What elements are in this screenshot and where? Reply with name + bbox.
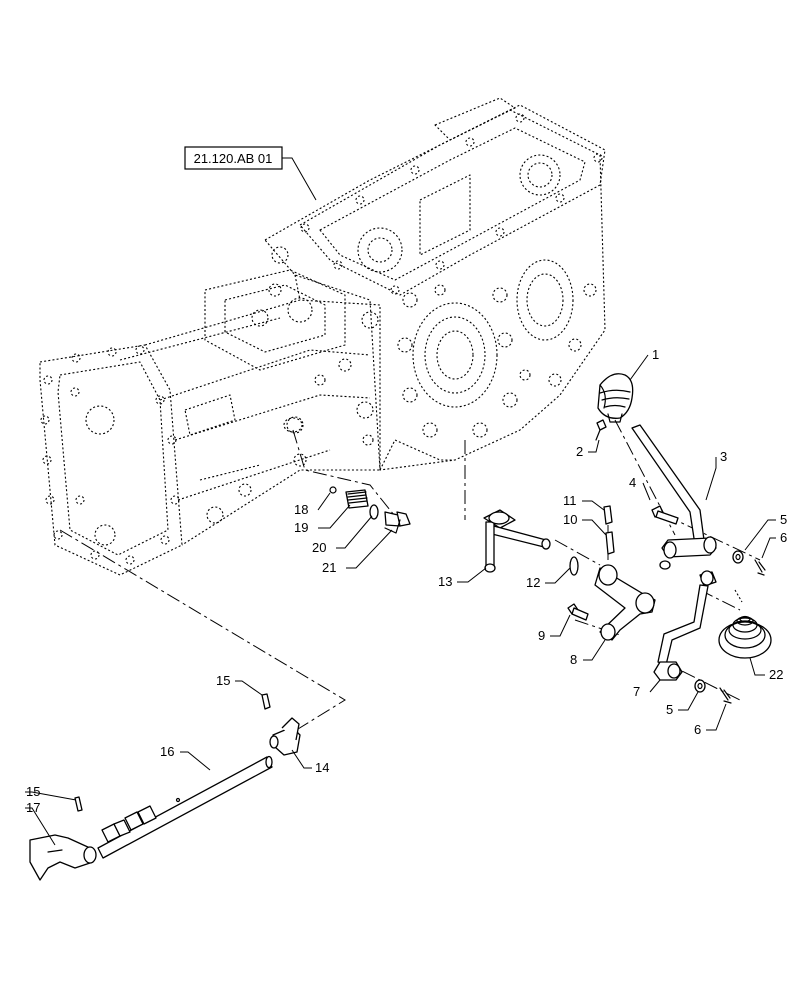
part-14-shift-block[interactable]	[269, 717, 301, 756]
part-16-shift-rail[interactable]	[97, 755, 273, 859]
part-15-pin-lower[interactable]	[74, 796, 83, 812]
callout-7[interactable]: 7	[633, 684, 640, 699]
callout-labels: 1 2 3 4 5 6 7 8 9 10 11 12 13 14 15 16 1…	[26, 347, 787, 815]
callout-17[interactable]: 17	[26, 800, 40, 815]
callout-5-upper[interactable]: 5	[780, 512, 787, 527]
part-5-washer-upper[interactable]	[732, 550, 744, 564]
leader-lines	[25, 354, 776, 846]
part-12-snap-ring[interactable]	[569, 556, 579, 576]
part-22-rubber-boot[interactable]	[718, 615, 772, 659]
part-17-shift-fork[interactable]	[29, 834, 97, 881]
callout-19[interactable]: 19	[294, 520, 308, 535]
transmission-housing	[39, 97, 606, 576]
callout-22[interactable]: 22	[769, 667, 783, 682]
alignment-centerlines	[59, 419, 761, 746]
callout-16[interactable]: 16	[160, 744, 174, 759]
part-3-shift-lever[interactable]	[631, 424, 717, 570]
part-4-clevis-pin[interactable]	[651, 505, 679, 525]
callout-14[interactable]: 14	[315, 760, 329, 775]
part-10-roll-pin[interactable]	[605, 531, 615, 555]
callout-4[interactable]: 4	[629, 475, 636, 490]
callout-1[interactable]: 1	[652, 347, 659, 362]
callout-10[interactable]: 10	[563, 512, 577, 527]
part-13-selector-shaft[interactable]	[483, 509, 551, 573]
callout-12[interactable]: 12	[526, 575, 540, 590]
part-6-clip-dashed	[734, 589, 743, 603]
callout-8[interactable]: 8	[570, 652, 577, 667]
callout-13[interactable]: 13	[438, 574, 452, 589]
part-8-lever-arm[interactable]	[594, 564, 656, 641]
callout-5-lower[interactable]: 5	[666, 702, 673, 717]
part-15-pin-upper[interactable]	[261, 693, 271, 710]
callout-11[interactable]: 11	[563, 493, 577, 508]
part-20-o-ring[interactable]	[369, 504, 379, 520]
part-18-ball[interactable]	[329, 486, 337, 494]
callout-6-upper[interactable]: 6	[780, 530, 787, 545]
part-11-roll-pin[interactable]	[603, 505, 613, 525]
part-2-set-screw[interactable]	[595, 419, 607, 441]
part-6-clip-lower[interactable]	[719, 687, 732, 704]
reference-label: 21.120.AB 01	[194, 151, 273, 166]
part-7-link-rod[interactable]	[653, 570, 717, 681]
part-1-shift-knob[interactable]	[597, 373, 634, 423]
callout-3[interactable]: 3	[720, 449, 727, 464]
callout-18[interactable]: 18	[294, 502, 308, 517]
callout-15-upper[interactable]: 15	[216, 673, 230, 688]
callout-6-lower[interactable]: 6	[694, 722, 701, 737]
reference-box[interactable]: 21.120.AB 01	[184, 146, 317, 201]
part-21-plug[interactable]	[384, 511, 411, 534]
part-9-bolt[interactable]	[567, 603, 589, 621]
callout-2[interactable]: 2	[576, 444, 583, 459]
part-5-washer-lower[interactable]	[694, 679, 706, 693]
callout-15-lower[interactable]: 15	[26, 784, 40, 799]
callout-9[interactable]: 9	[538, 628, 545, 643]
callout-21[interactable]: 21	[322, 560, 336, 575]
callout-20[interactable]: 20	[312, 540, 326, 555]
part-19-detent-spring[interactable]	[345, 489, 369, 509]
part-6-clip-upper[interactable]	[754, 559, 766, 576]
